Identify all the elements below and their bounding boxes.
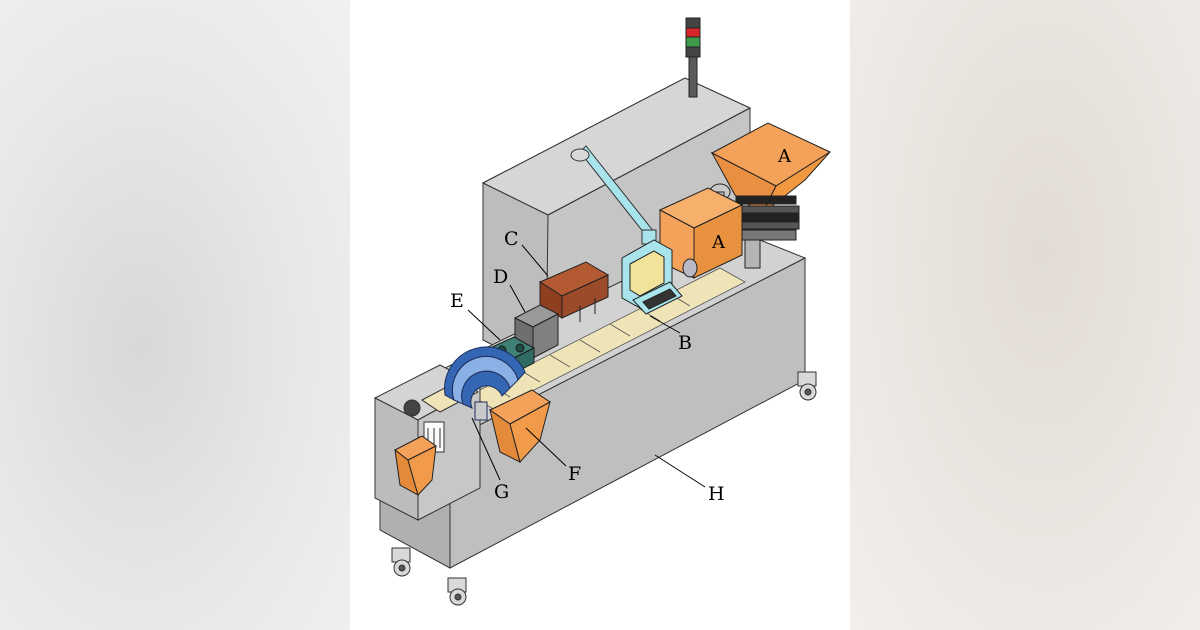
leader-line-e [467,309,501,341]
leader-line-b [649,315,681,334]
left-blurred-background [0,0,350,630]
label-a-box: A [711,232,726,253]
leader-line-c [521,244,549,277]
label-c: C [504,228,519,250]
right-blurred-background [850,0,1200,630]
unit-c [538,261,610,325]
slicer-arch-g [444,346,526,421]
computer-terminal-b [621,239,698,315]
machine-diagram: A A B C D E [350,0,850,630]
leader-line-d [509,284,526,313]
label-a-hopper: A [777,146,792,167]
wheels [391,371,817,606]
leader-line-h [654,454,706,488]
label-g: G [494,481,509,503]
label-d: D [493,266,508,288]
label-h: H [708,483,725,505]
left-output-bin [394,435,437,497]
leader-line-g [471,417,501,481]
signal-beacon [685,17,701,98]
label-b: B [678,332,692,354]
leader-line-f [525,427,567,467]
feeder-hopper-a [707,122,832,269]
label-e: E [450,290,464,312]
swing-arm [570,145,657,245]
label-f: F [568,463,581,485]
